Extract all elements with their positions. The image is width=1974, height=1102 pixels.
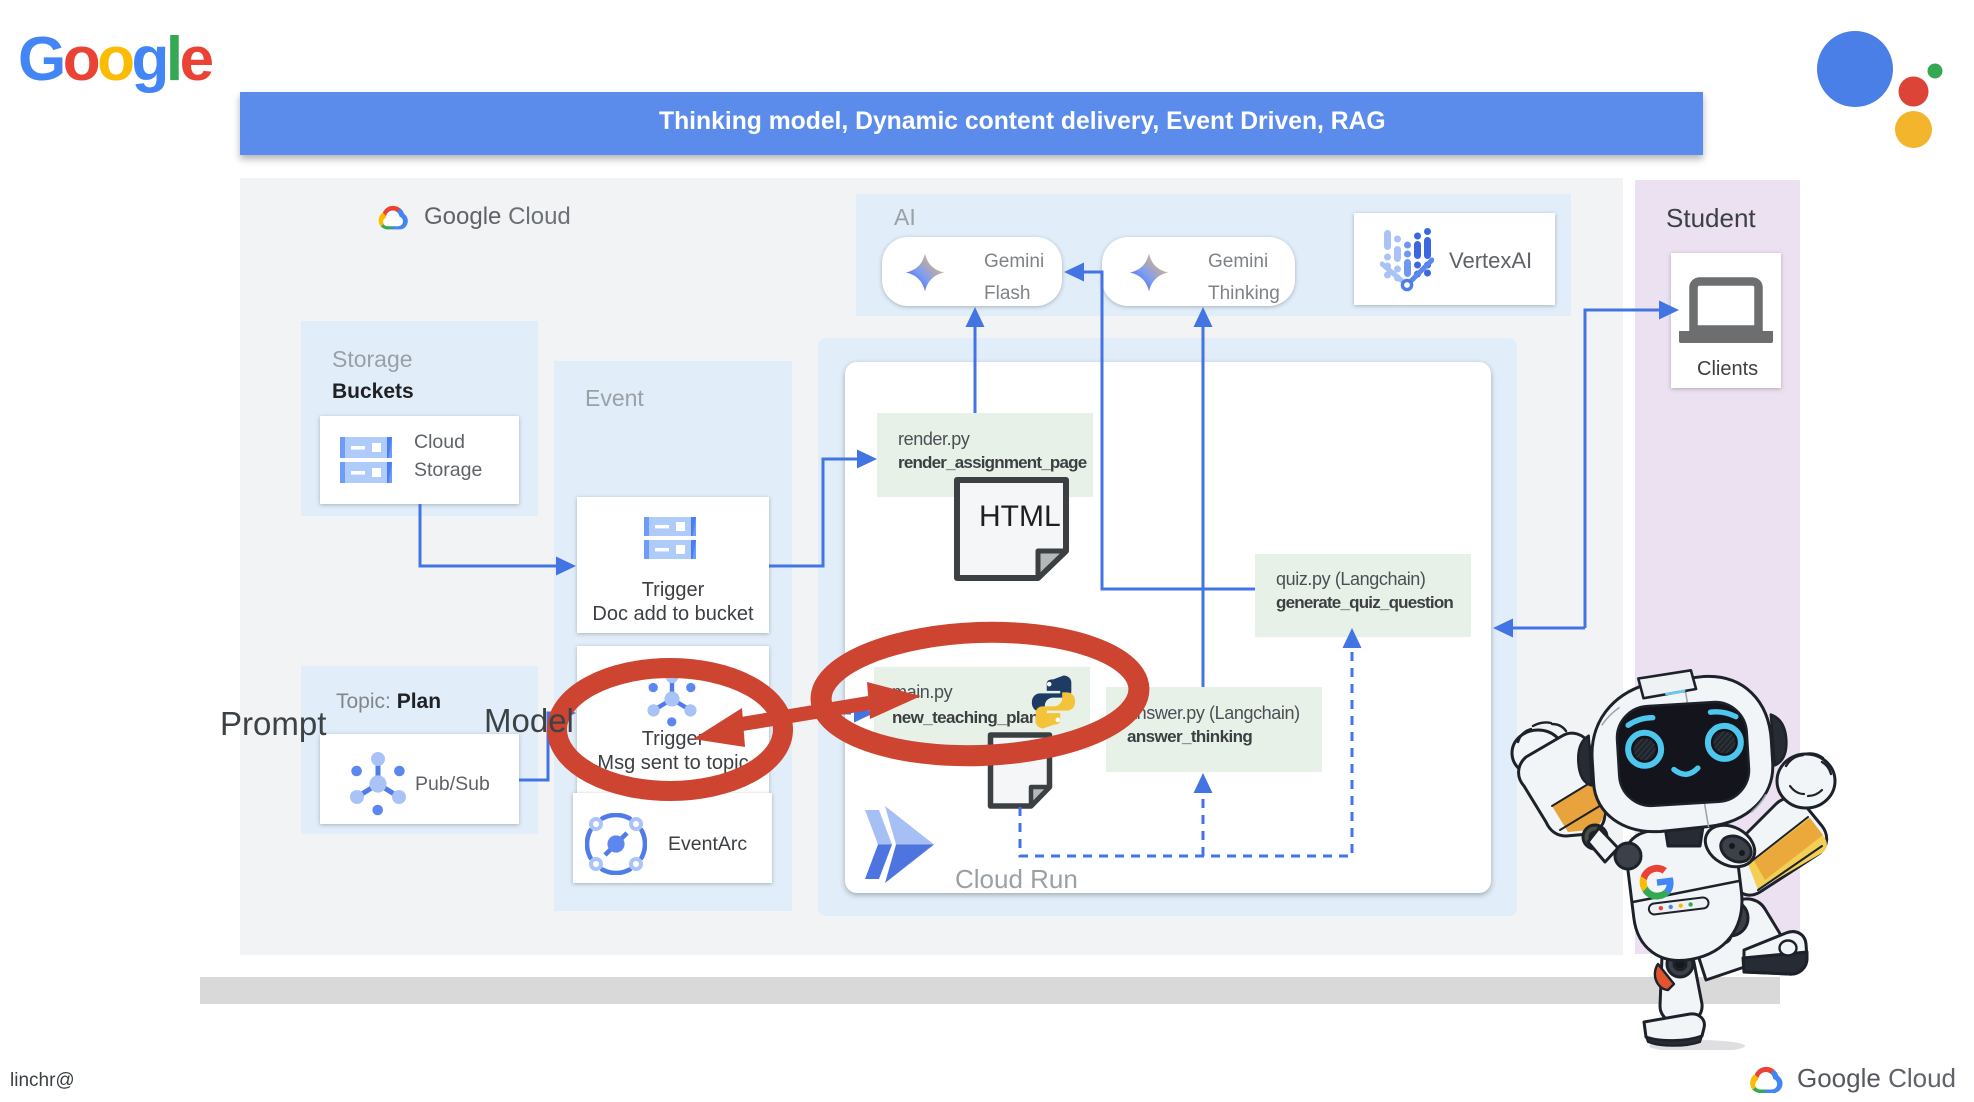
svg-text:HTML: HTML xyxy=(979,500,1061,533)
